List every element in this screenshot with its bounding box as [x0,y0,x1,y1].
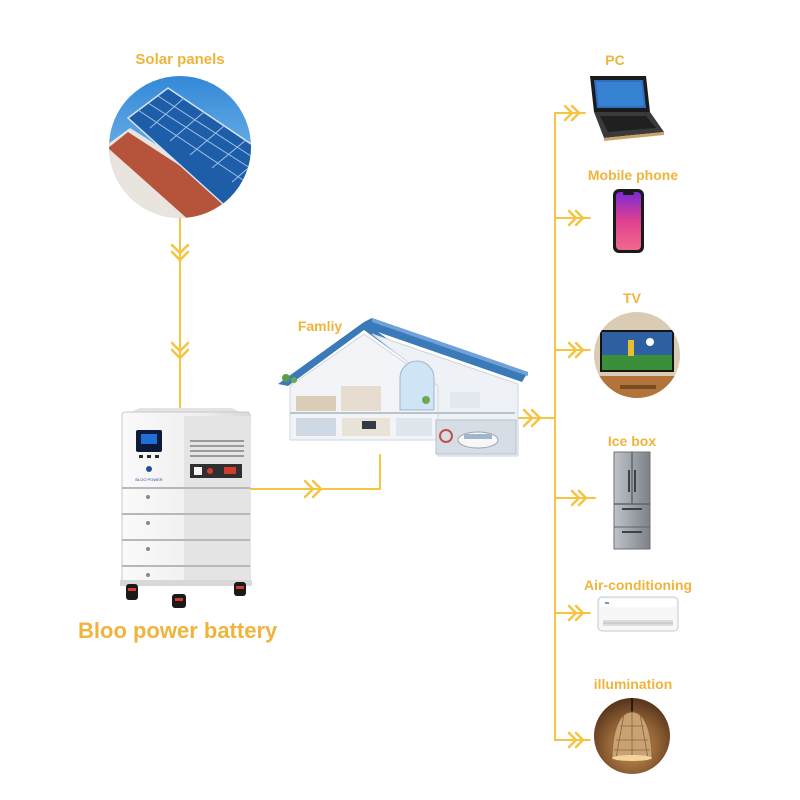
chevron-right-icon [567,604,585,622]
family-label: Famliy [297,318,343,334]
icebox-label: Ice box [607,433,657,449]
ac-label: Air-conditioning [583,577,693,593]
chevron-right-icon [567,209,585,227]
illumination-label: illumination [593,676,673,692]
tv-label: TV [623,290,641,306]
chevron-right-icon [522,408,542,428]
pc-label: PC [605,52,625,68]
battery-label: Bloo power battery [78,618,278,643]
phone-label: Mobile phone [587,167,679,183]
chevron-right-icon [567,341,585,359]
chevron-down-icon [170,243,190,262]
chevron-right-icon [570,489,588,507]
chevron-down-icon [170,341,190,360]
chevron-right-icon [303,479,323,499]
chevron-right-icon [563,104,581,122]
chevron-right-icon [567,731,585,749]
solar-panels-label: Solar panels [135,51,225,68]
battery-brand-text: BLOO POWER [135,477,162,482]
